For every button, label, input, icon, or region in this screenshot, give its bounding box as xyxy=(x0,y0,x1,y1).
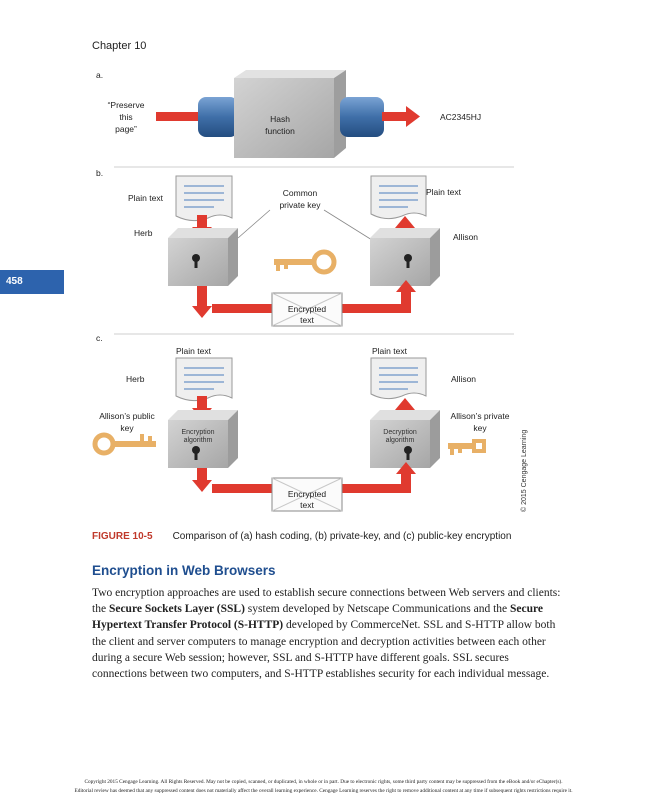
hash-output-arrow xyxy=(382,106,420,127)
c-dec-box-line-2: algorithm xyxy=(386,437,415,444)
page-number-tab: 458 xyxy=(0,270,64,294)
c-encrypted-line-2: text xyxy=(300,500,314,510)
b-arrow-up-right xyxy=(395,216,415,228)
b-encrypted-flow-arrow xyxy=(192,280,416,318)
c-public-key-line-2: key xyxy=(120,423,134,433)
hash-function-box xyxy=(234,70,346,158)
c-document-left xyxy=(175,357,233,402)
b-document-right xyxy=(370,175,427,220)
hash-box-line-2: function xyxy=(265,126,295,136)
term-shttp: Secure Hypertext Transfer Protocol (S-HT… xyxy=(92,603,544,632)
body-part-2: system developed by Netscape Communicati… xyxy=(244,603,511,616)
panel-c-label: c. xyxy=(96,333,103,343)
section-heading: Encryption in Web Browsers xyxy=(92,563,276,578)
public-key-icon xyxy=(92,432,156,456)
c-decryption-box xyxy=(370,410,440,468)
panel-a-label: a. xyxy=(96,70,103,80)
key-icon xyxy=(274,249,337,275)
figure-caption: FIGURE 10-5 Comparison of (a) hash coding… xyxy=(92,531,511,542)
c-public-key-line-1: Allison’s public xyxy=(99,411,155,421)
hash-right-cylinder xyxy=(340,97,384,137)
b-key-pointer-left xyxy=(237,209,271,239)
b-document-left xyxy=(175,175,233,222)
c-dec-box-line-1: Decryption xyxy=(383,429,417,436)
c-encrypted-line-1: Encrypted xyxy=(288,489,327,499)
c-plain-text-left: Plain text xyxy=(176,346,212,356)
c-private-key-line-1: Allison’s private xyxy=(451,411,510,421)
copyright-footer: Copyright 2015 Cengage Learning. All Rig… xyxy=(10,778,637,796)
hash-input-line-3: page” xyxy=(115,124,137,134)
c-encrypted-envelope xyxy=(271,477,343,512)
b-plain-text-left: Plain text xyxy=(128,193,164,203)
c-document-right xyxy=(370,357,427,400)
footer-line-1: Copyright 2015 Cengage Learning. All Rig… xyxy=(84,779,563,785)
b-lockbox-right xyxy=(370,228,440,286)
b-key-line-1: Common xyxy=(283,188,318,198)
b-receiver: Allison xyxy=(453,232,478,242)
b-encrypted-line-1: Encrypted xyxy=(288,304,327,314)
c-sender: Herb xyxy=(126,374,145,384)
c-encryption-box xyxy=(168,410,238,468)
hash-input-line-1: “Preserve xyxy=(108,100,145,110)
hash-box-line-1: Hash xyxy=(270,114,290,124)
hash-output: AC2345HJ xyxy=(440,112,481,122)
figure-number: FIGURE 10-5 xyxy=(92,531,153,542)
footer-line-2: Editorial review has deemed that any sup… xyxy=(74,788,573,794)
chapter-header: Chapter 10 xyxy=(92,40,147,52)
b-encrypted-envelope xyxy=(271,292,343,327)
b-sender: Herb xyxy=(134,228,153,238)
c-arrow-up-right xyxy=(395,398,415,410)
hash-left-cylinder xyxy=(198,97,238,137)
figure-10-5: a. “Preserve this page” Hash function AC… xyxy=(92,70,528,512)
figure-caption-text: Comparison of (a) hash coding, (b) priva… xyxy=(172,531,512,542)
c-enc-box-line-1: Encryption xyxy=(181,429,214,436)
panel-b-label: b. xyxy=(96,168,103,178)
c-plain-text-right: Plain text xyxy=(372,346,408,356)
b-plain-text-right: Plain text xyxy=(426,187,462,197)
term-ssl: Secure Sockets Layer (SSL) xyxy=(108,603,245,616)
c-private-key-line-2: key xyxy=(473,423,487,433)
b-encrypted-line-2: text xyxy=(300,315,314,325)
b-lockbox-left xyxy=(168,228,238,286)
b-key-line-2: private key xyxy=(279,200,321,210)
section-body: Two encryption approaches are used to es… xyxy=(92,585,562,682)
private-key-icon xyxy=(448,439,486,455)
side-copyright: © 2015 Cengage Learning xyxy=(520,430,528,512)
body-part-3: developed by CommerceNet. SSL and S-HTTP… xyxy=(92,619,556,681)
b-key-pointer-right xyxy=(323,209,373,241)
c-encrypted-flow-arrow xyxy=(192,462,416,493)
body-part-1: Two encryption approaches are used to es… xyxy=(92,587,561,616)
c-receiver: Allison xyxy=(451,374,476,384)
hash-input-line-2: this xyxy=(119,112,132,122)
hash-input-arrow xyxy=(156,112,204,121)
c-enc-box-line-2: algorithm xyxy=(184,437,213,444)
